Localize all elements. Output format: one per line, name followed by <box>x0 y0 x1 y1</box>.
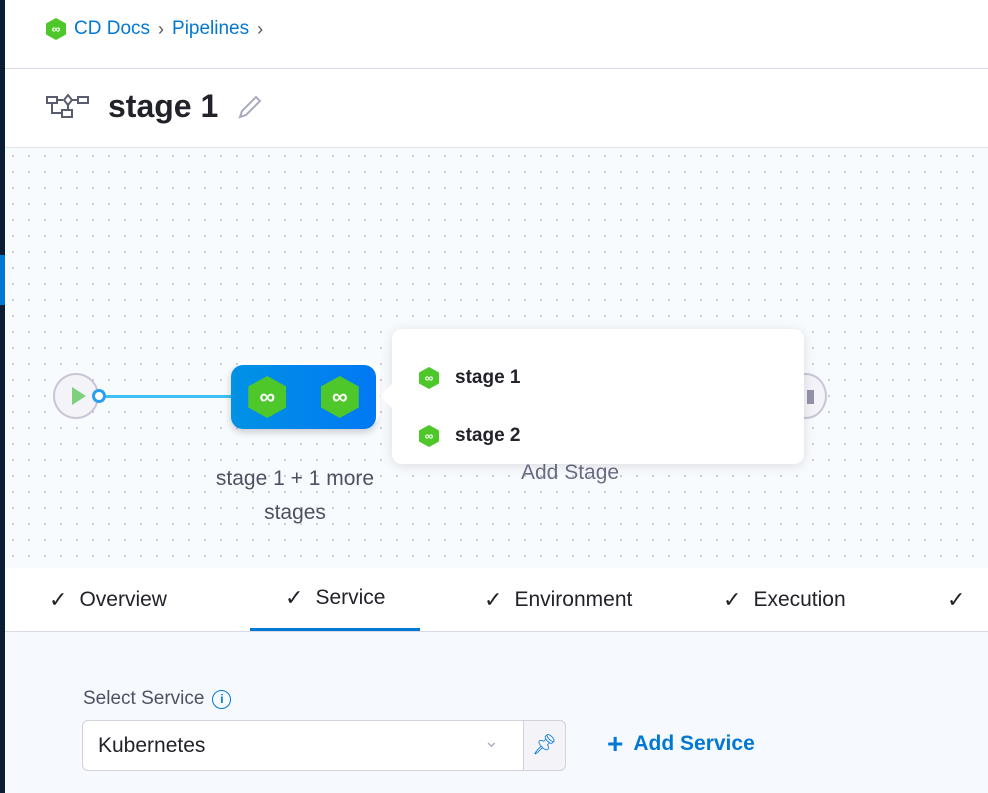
pin-button[interactable]: 📌︎ <box>523 720 566 771</box>
pin-icon: 📌︎ <box>531 734 558 756</box>
tab-label: Service <box>315 586 386 609</box>
connector-port <box>92 389 106 403</box>
stage-group-popup: ∞ stage 1 ∞ stage 2 <box>380 329 804 465</box>
add-service-button[interactable]: + Add Service <box>607 728 755 759</box>
check-icon: ✓ <box>285 585 304 610</box>
stage-icon: ∞ <box>320 376 359 418</box>
check-icon: ✓ <box>723 586 742 612</box>
tab-execution[interactable]: ✓ Execution <box>723 568 846 631</box>
tab-label: Environment <box>514 587 633 611</box>
popup-item-stage-2[interactable]: ∞ stage 2 <box>392 407 804 465</box>
chevron-right-icon: › <box>257 18 264 39</box>
popup-item-stage-1[interactable]: ∞ stage 1 <box>392 349 804 407</box>
pipeline-icon <box>46 93 89 118</box>
breadcrumb-cd-docs[interactable]: CD Docs <box>74 18 151 39</box>
page-header: stage 1 <box>46 88 264 125</box>
select-value: Kubernetes <box>98 734 206 757</box>
check-icon: ✓ <box>947 586 966 612</box>
plus-icon: + <box>607 728 624 759</box>
add-service-label: Add Service <box>633 732 755 755</box>
nav-active-marker <box>0 255 5 305</box>
tab-overview[interactable]: ✓ Overview <box>49 568 167 631</box>
tab-advanced[interactable]: ✓ <box>947 568 965 631</box>
stage-icon: ∞ <box>248 376 287 418</box>
chevron-down-icon: ⌄ <box>483 731 499 751</box>
popup-item-label: stage 2 <box>455 425 521 446</box>
stage-node-label: stage 1 + 1 more stages <box>215 467 375 524</box>
check-icon: ✓ <box>484 586 503 612</box>
page-title: stage 1 <box>108 88 219 124</box>
connector-line <box>106 395 233 398</box>
breadcrumb-pipelines[interactable]: Pipelines <box>172 18 250 39</box>
service-form: Select Service i Kubernetes ⌄ 📌︎ + Add Serv… <box>5 632 988 793</box>
stage-icon: ∞ <box>419 367 439 389</box>
chevron-right-icon: › <box>158 18 165 39</box>
breadcrumb: ∞ CD Docs › Pipelines › <box>46 18 263 40</box>
tab-label: Execution <box>753 587 846 611</box>
left-nav-strip <box>0 0 5 793</box>
tab-service[interactable]: ✓ Service <box>250 568 421 631</box>
pipeline-start-node[interactable] <box>53 373 99 419</box>
stage-icon: ∞ <box>419 425 439 447</box>
service-select[interactable]: Kubernetes ⌄ <box>82 720 524 771</box>
stage-tabs: ✓ Overview ✓ Service ✓ Environment ✓ Executi… <box>5 568 988 632</box>
tab-label: Overview <box>79 587 167 611</box>
popup-item-label: stage 1 <box>455 367 521 388</box>
cd-module-icon: ∞ <box>46 18 66 40</box>
tab-environment[interactable]: ✓ Environment <box>484 568 632 631</box>
divider <box>5 68 988 69</box>
select-service-label: Select Service i <box>83 688 232 710</box>
label-text: Select Service <box>83 688 205 709</box>
info-icon[interactable]: i <box>212 689 232 709</box>
check-icon: ✓ <box>49 586 68 612</box>
grouped-stage-node[interactable]: ∞ ∞ <box>231 365 376 429</box>
add-stage-button[interactable]: Add Stage <box>521 461 620 484</box>
edit-pencil-icon[interactable] <box>236 93 264 121</box>
